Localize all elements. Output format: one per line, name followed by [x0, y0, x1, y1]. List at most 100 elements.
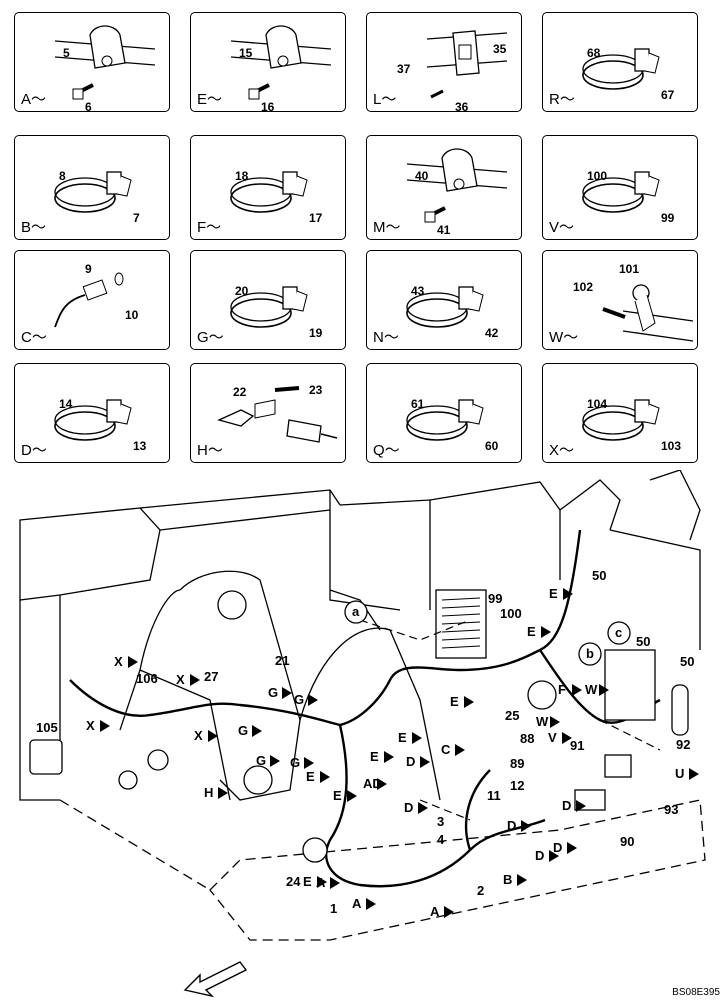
view-reference-label: D: [406, 754, 415, 769]
part-number-label: 103: [661, 439, 682, 453]
part-drawing: [54, 25, 156, 100]
part-drawing: [406, 148, 508, 223]
part-number-label: 90: [620, 834, 634, 849]
view-arrow-icon: [412, 732, 422, 744]
view-reference-label: X: [86, 718, 95, 733]
front-direction-arrow-icon: [183, 961, 248, 998]
view-reference-label: G: [238, 723, 248, 738]
callout-circle: [607, 621, 631, 645]
part-number-label: 91: [570, 738, 584, 753]
view-label: E～: [197, 91, 223, 108]
part-number-label: 18: [235, 169, 249, 183]
part-number-label: 8: [59, 169, 66, 183]
part-drawing: [582, 171, 660, 213]
part-number-label: 93: [664, 802, 678, 817]
part-number-label: 36: [455, 100, 469, 114]
callout-circle: [578, 642, 602, 666]
view-reference-label: G: [290, 755, 300, 770]
part-number-label: 24: [286, 874, 301, 889]
view-arrow-icon: [689, 768, 699, 780]
view-label: H～: [197, 442, 223, 459]
part-number-label: 61: [411, 397, 425, 411]
view-label: D～: [21, 442, 47, 459]
view-arrow-icon: [270, 755, 280, 767]
view-reference-label: U: [675, 766, 684, 781]
view-arrow-icon: [128, 656, 138, 668]
part-drawing: [230, 25, 332, 100]
view-arrow-icon: [347, 790, 357, 802]
part-drawing: [54, 272, 124, 328]
part-number-label: 4: [437, 832, 445, 847]
part-number-label: 88: [520, 731, 534, 746]
view-arrow-icon: [208, 730, 218, 742]
view-label: A～: [21, 91, 47, 108]
view-arrow-icon: [572, 684, 582, 696]
part-number-label: 50: [680, 654, 694, 669]
view-label: F～: [197, 219, 222, 236]
drawing-code: BS08E395: [672, 987, 720, 998]
view-label: B～: [21, 219, 47, 236]
view-arrow-icon: [576, 800, 586, 812]
part-number-label: 7: [133, 211, 140, 225]
view-reference-label: E: [306, 769, 315, 784]
part-number-label: 43: [411, 284, 425, 298]
view-arrow-icon: [517, 874, 527, 886]
view-arrow-icon: [550, 716, 560, 728]
view-arrow-icon: [218, 787, 228, 799]
part-number-label: 105: [36, 720, 58, 735]
view-arrow-icon: [521, 820, 531, 832]
view-reference-label: E: [303, 874, 312, 889]
view-arrow-icon: [464, 696, 474, 708]
view-arrow-icon: [377, 778, 387, 790]
view-reference-label: E: [549, 586, 558, 601]
view-arrow-icon: [562, 732, 572, 744]
view-arrow-icon: [541, 626, 551, 638]
part-number-label: 11: [487, 788, 501, 803]
part-number-label: 100: [587, 169, 608, 183]
view-reference-label: G: [256, 753, 266, 768]
part-number-label: 12: [510, 778, 524, 793]
part-number-label: 89: [510, 756, 524, 771]
view-reference-label: E: [333, 788, 342, 803]
part-number-label: 1: [330, 901, 337, 916]
callout-circle: [344, 600, 368, 624]
part-number-label: 50: [592, 568, 606, 583]
view-arrow-icon: [418, 802, 428, 814]
part-number-label: 9: [85, 262, 92, 276]
part-number-label: 40: [415, 169, 429, 183]
view-label: X～: [549, 442, 575, 459]
part-drawing: [230, 171, 308, 213]
part-drawing: [582, 399, 660, 441]
view-arrow-icon: [384, 751, 394, 763]
part-number-label: 25: [505, 708, 519, 723]
part-number-label: 19: [309, 326, 323, 340]
part-drawing: [406, 399, 484, 441]
view-reference-label: D: [535, 848, 544, 863]
part-number-label: 67: [661, 88, 675, 102]
part-number-label: 99: [488, 591, 502, 606]
view-reference-label: V: [548, 730, 557, 745]
part-number-label: 3: [437, 814, 444, 829]
view-reference-label: D: [553, 840, 562, 855]
view-reference-label: B: [503, 872, 512, 887]
part-drawing: [406, 286, 484, 328]
view-arrow-icon: [420, 756, 430, 768]
part-number-label: 106: [136, 671, 158, 686]
view-arrow-icon: [549, 850, 559, 862]
view-label: W～: [549, 329, 579, 346]
view-reference-label: W: [585, 682, 598, 697]
view-arrow-icon: [308, 694, 318, 706]
part-number-label: 42: [485, 326, 499, 340]
view-arrow-icon: [330, 877, 340, 889]
view-reference-label: A: [352, 896, 362, 911]
